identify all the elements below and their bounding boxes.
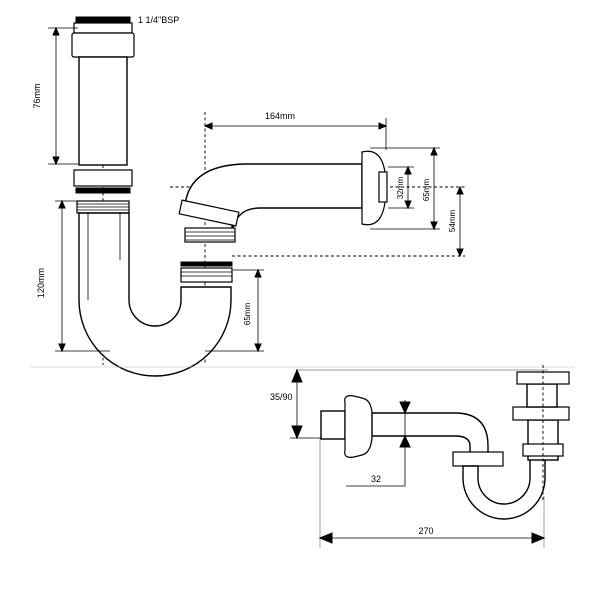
bottom-outlet-spigot — [320, 410, 346, 440]
dim-diameter — [346, 400, 411, 487]
top-nut-cap — [75, 16, 131, 24]
bottom-slip-nut — [512, 406, 570, 421]
dim-outlet-inner-label: 32mm — [396, 177, 405, 200]
outlet-arm-thread — [184, 227, 236, 243]
dim-tailpiece-height — [48, 26, 78, 166]
dim-outlet-inner — [388, 165, 414, 210]
dim-overall-length — [318, 532, 546, 544]
dim-diameter-label: 32 — [371, 474, 381, 484]
top-drawing: 76mm 120mm 1 1/4"BSP 164mm 32mm — [32, 15, 465, 377]
dim-outlet-offset — [456, 185, 464, 258]
dim-outlet-outer-label: 65mm — [422, 179, 431, 202]
u-bend-trap — [78, 212, 232, 377]
threaded-collar — [76, 200, 130, 214]
dim-outlet-offset-label: 54mm — [448, 210, 457, 233]
wall-flange-spigot — [378, 171, 388, 203]
trap-right-collar — [180, 261, 233, 283]
top-nut-ring — [73, 22, 133, 34]
dim-seal-depth-label: 65mm — [243, 303, 252, 326]
bottom-drawing: 35/90 32 270 — [270, 365, 570, 548]
dim-seal-depth — [205, 268, 264, 353]
tailpiece-tube — [78, 56, 128, 166]
slip-nut — [73, 169, 133, 187]
dim-adjust-range-label: 35/90 — [270, 392, 293, 402]
dim-adjust-range — [290, 368, 325, 440]
bottom-wall-flange — [344, 395, 373, 458]
slip-washer — [75, 187, 131, 194]
dim-tailpiece-height-label: 76mm — [32, 83, 42, 108]
bottom-arm-nut — [452, 451, 504, 467]
top-nut-body — [71, 32, 135, 58]
dim-trap-height-label: 120mm — [36, 268, 46, 298]
dim-trap-height — [55, 199, 110, 353]
outlet-arm-nut — [178, 199, 240, 227]
bottom-u-bend — [462, 457, 546, 520]
dim-arm-length-label: 164mm — [265, 111, 295, 121]
dim-arm-length — [203, 118, 388, 150]
top-nut — [71, 16, 135, 58]
thread-size-label: 1 1/4"BSP — [138, 15, 179, 25]
dim-overall-length-label: 270 — [418, 526, 433, 536]
bottom-tailpiece — [526, 383, 558, 408]
outlet-arm-elbow — [184, 163, 363, 233]
dim-outlet-outer — [370, 146, 440, 231]
